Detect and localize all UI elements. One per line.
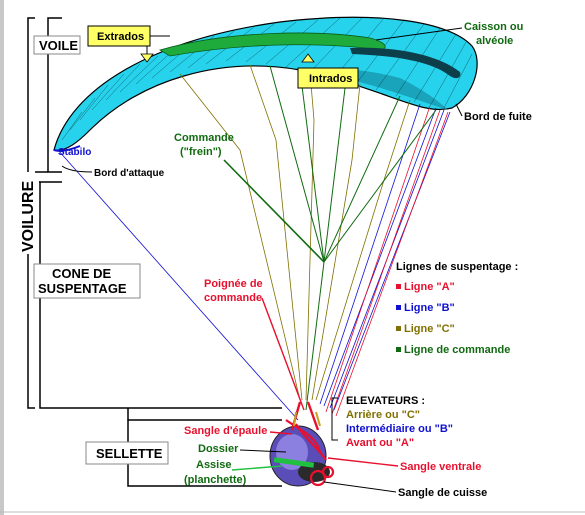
sangle-ventrale-label: Sangle ventrale <box>400 461 481 473</box>
sellette-label: SELLETTE <box>96 446 163 461</box>
poignee-label-line2: commande <box>204 292 262 304</box>
elevateurs-title: ELEVATEURS : <box>346 395 425 407</box>
window-edge <box>0 0 4 515</box>
harness <box>269 401 335 487</box>
bord-de-fuite-label: Bord de fuite <box>464 111 532 123</box>
elevateur-arriere: Arrière ou "C" <box>346 409 420 421</box>
intrados-callout: Intrados <box>297 53 359 89</box>
assise-label-line1: Assise <box>196 459 231 471</box>
caisson-label-line2: alvéole <box>476 35 513 47</box>
cone-box <box>33 263 141 299</box>
legend-entry: Ligne "A" <box>404 281 455 293</box>
voilure-bracket <box>27 17 282 487</box>
legend-entry: Ligne de commande <box>404 344 510 356</box>
extrados-label: Extrados <box>97 31 144 43</box>
assise-label-line2: (planchette) <box>184 474 247 486</box>
commande-label-line2: ("frein") <box>180 146 222 158</box>
commande-label-line1: Commande <box>174 132 234 144</box>
legend-swatch <box>396 284 401 289</box>
caisson-label-line1: Caisson ou <box>464 21 523 33</box>
elevateur-intermediaire: Intermédiaire ou "B" <box>346 423 453 435</box>
sangle-cuisse-label: Sangle de cuisse <box>398 487 487 499</box>
voilure-box <box>17 178 39 254</box>
bord-attaque-label: Bord d'attaque <box>94 168 165 179</box>
legend-entry: Ligne "B" <box>404 302 455 314</box>
cone-label-line1: CONE DE <box>52 266 112 281</box>
legend-swatch <box>396 305 401 310</box>
extrados-band <box>159 32 386 57</box>
lines-legend: Lignes de suspentage : Ligne "A" Ligne "B… <box>396 261 518 356</box>
intrados-label: Intrados <box>309 73 352 85</box>
voilure-label: VOILURE <box>20 181 37 252</box>
elevateur-avant: Avant ou "A" <box>346 437 414 449</box>
suspension-lines <box>57 64 451 421</box>
sangle-epaule-label: Sangle d'épaule <box>184 425 267 437</box>
legend-swatch <box>396 326 401 331</box>
sellette-box <box>85 441 169 465</box>
legend-title: Lignes de suspentage : <box>396 261 518 273</box>
voile-label: VOILE <box>39 38 78 53</box>
elevateurs-legend: ELEVATEURS : Arrière ou "C" Intermédiair… <box>331 395 453 449</box>
dossier-label: Dossier <box>198 443 239 455</box>
stabilo-label: Stabilo <box>58 147 91 158</box>
legend-entry: Ligne "C" <box>404 323 455 335</box>
legend-swatch <box>396 347 401 352</box>
cone-label-line2: SUSPENTAGE <box>38 281 127 296</box>
wing <box>53 16 478 152</box>
extrados-callout: Extrados <box>87 25 170 63</box>
voile-box <box>33 35 81 55</box>
poignee-label-line1: Poignée de <box>204 278 263 290</box>
